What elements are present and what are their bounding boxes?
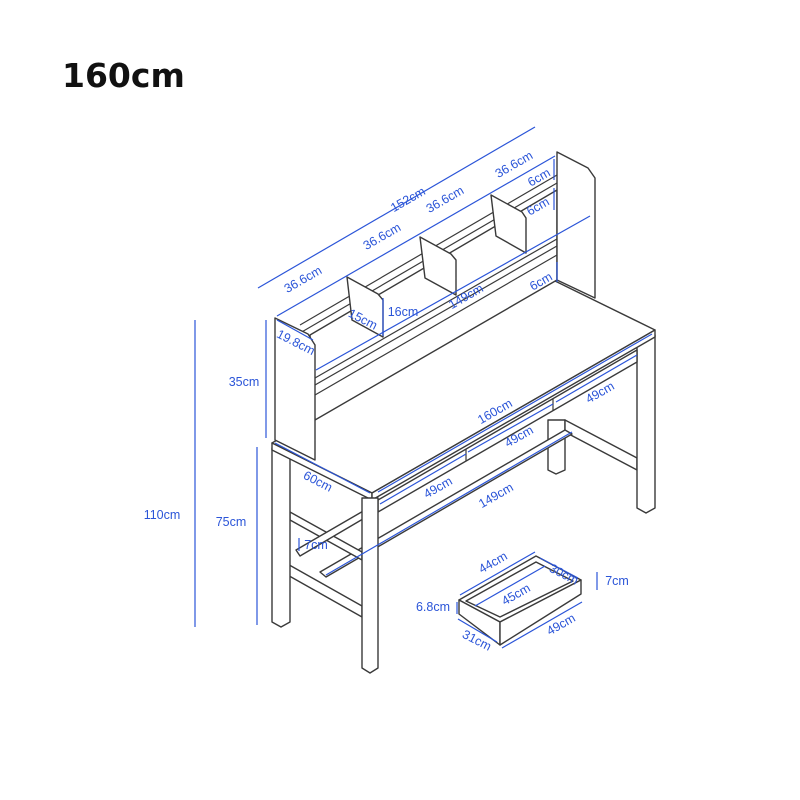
label-drawer-inner-length: 44cm	[476, 549, 509, 576]
label-stretcher-height: 7cm	[304, 538, 328, 552]
label-divider-height: 16cm	[388, 305, 419, 319]
label-desk-height: 75cm	[216, 515, 247, 529]
label-drawer-side-height: 6.8cm	[416, 600, 450, 614]
label-section-1: 36.6cm	[282, 263, 325, 296]
hutch	[274, 151, 596, 461]
label-hutch-height: 35cm	[229, 375, 260, 389]
label-drawer-length: 49cm	[544, 611, 577, 638]
label-hutch-width: 152cm	[388, 184, 428, 215]
label-total-height: 110cm	[144, 508, 181, 522]
size-title: 160cm	[62, 56, 185, 95]
label-drawer-height: 7cm	[605, 574, 629, 588]
dimension-lines	[194, 126, 653, 649]
drawer-illustration	[458, 555, 582, 646]
